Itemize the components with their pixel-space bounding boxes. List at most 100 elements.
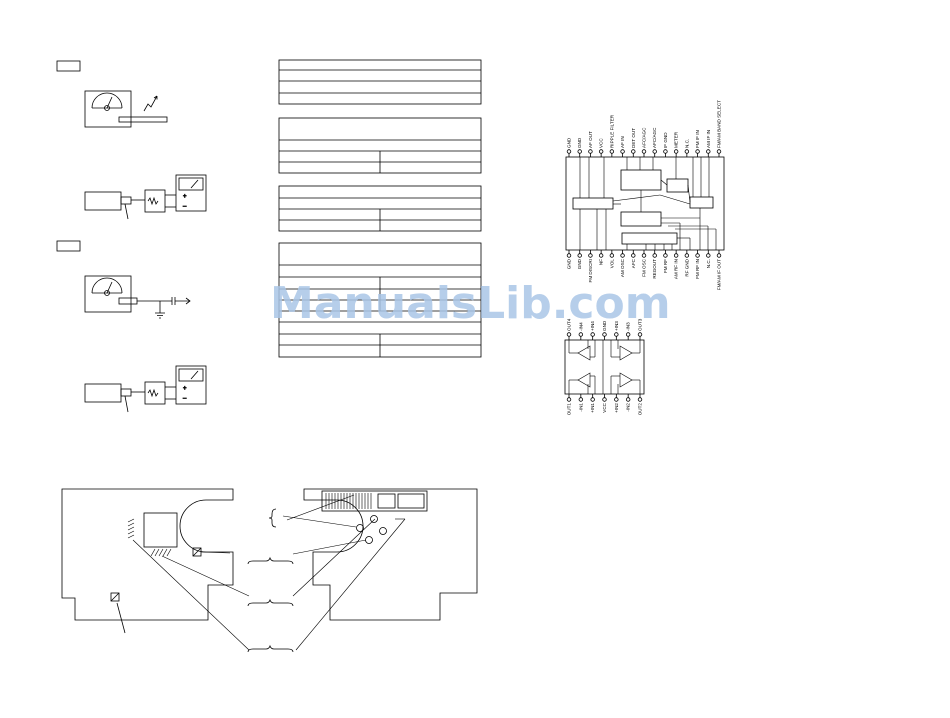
brace-1: [268, 508, 277, 528]
pin-terminal: [716, 149, 722, 154]
section-label-box-fm: [56, 60, 81, 72]
pin-terminal: [590, 397, 595, 402]
resistor-network: [144, 189, 166, 213]
pcb-pad-2: [356, 524, 364, 532]
pin-terminal: [641, 149, 647, 154]
pin-terminal: [706, 149, 711, 154]
pin-label: FM IF IN: [695, 130, 700, 148]
ic2-opamps: [568, 340, 641, 394]
test-setup-am: + –: [56, 240, 207, 413]
pcb-hatch-1: [127, 518, 135, 539]
pcb-testpoint-2: [110, 592, 120, 602]
pin-terminal: [588, 253, 593, 258]
pin-label: +IN1: [590, 403, 595, 413]
pin-terminal: [602, 397, 607, 402]
opamp-3: [619, 345, 633, 361]
pin-terminal: [673, 253, 679, 258]
pin-label: FM/AM IF OUT: [717, 259, 722, 290]
pin-label: NF: [599, 259, 604, 265]
output-arrow-icon: [175, 297, 191, 305]
pin-label: -IN3: [626, 322, 631, 331]
signal-generator: [84, 90, 132, 128]
pin-terminal: [578, 332, 584, 337]
pin-label: AM OSC: [620, 258, 625, 277]
generator-meter-dial: [91, 92, 123, 109]
pin-terminal: [590, 332, 595, 337]
pin-label: +IN4: [590, 321, 595, 331]
leader-line-tp2: [116, 602, 126, 634]
ic1-body: [565, 156, 725, 251]
pin-label: GND: [567, 258, 572, 269]
test-setup-fm: + –: [56, 60, 207, 220]
pcb-pad-1: [370, 515, 378, 523]
ic2-body: [564, 339, 645, 395]
loop-antenna-rod: [118, 116, 168, 123]
pin-terminal: [631, 253, 636, 258]
pin-terminal: [684, 253, 690, 258]
pin-terminal: [652, 253, 657, 258]
pin-label: GND: [577, 258, 582, 269]
pin-terminal: [577, 253, 582, 258]
level-meter-am: [175, 365, 207, 405]
pin-terminal: [625, 397, 631, 402]
pin-terminal: [641, 253, 647, 258]
pin-label: RIPPLE FILTER: [609, 114, 614, 148]
pin-label: FM DISCRI: [588, 259, 593, 282]
pcb-right-half: [303, 488, 478, 621]
pcb-left-half: [61, 488, 234, 621]
svg-text:–: –: [183, 204, 187, 210]
brace-2: [247, 556, 294, 565]
pin-label: +IN2: [614, 403, 619, 413]
ground-icon: [155, 312, 165, 319]
pin-terminal: [663, 149, 668, 154]
brace-4: [247, 644, 294, 653]
pin-terminal: [614, 332, 619, 337]
ic1-block-select: [689, 196, 714, 209]
ic1-block-if: [620, 169, 662, 191]
pin-terminal: [614, 397, 619, 402]
pin-label: GND: [602, 320, 607, 331]
ic1-internal-wiring: [579, 157, 717, 250]
opamp-2: [619, 372, 633, 388]
pin-terminal: [577, 149, 582, 154]
leader-line: [124, 203, 129, 220]
brace-3: [247, 598, 294, 607]
pin-terminal: [609, 149, 615, 154]
pin-label: -IN4: [578, 322, 583, 331]
pin-terminal: [716, 253, 722, 258]
ic1-block-af: [572, 197, 614, 210]
pin-terminal: [673, 149, 679, 154]
pcb-outline: [61, 488, 478, 653]
radio-set-am: [84, 383, 122, 403]
pin-terminal: [620, 149, 625, 154]
radio-set: [84, 191, 122, 211]
pin-label: FM RF: [663, 259, 668, 273]
pin-label: FM OSC: [642, 258, 647, 277]
pin-label: N.C.: [706, 259, 711, 268]
pin-label: METER: [674, 131, 679, 148]
pin-terminal: [566, 149, 572, 154]
table-4: [278, 242, 482, 358]
pin-label: VCC: [602, 402, 607, 412]
ic1-block-rf: [620, 211, 662, 227]
pin-terminal: [706, 253, 711, 258]
pin-terminal: [637, 397, 643, 402]
pin-label: REGOUT: [652, 259, 657, 279]
table-3: [278, 185, 482, 232]
generator-meter-needle: [106, 96, 113, 109]
pin-terminal: [637, 332, 643, 337]
svg-text:–: –: [183, 396, 187, 402]
table-1: [278, 59, 482, 105]
pin-terminal: [695, 253, 700, 258]
pin-terminal: [566, 332, 572, 337]
pcb-ic-outline: [143, 512, 178, 548]
opamp-4: [577, 345, 591, 361]
pcb-connector-pins: [325, 493, 372, 509]
pcb-hatch-2: [150, 548, 172, 557]
